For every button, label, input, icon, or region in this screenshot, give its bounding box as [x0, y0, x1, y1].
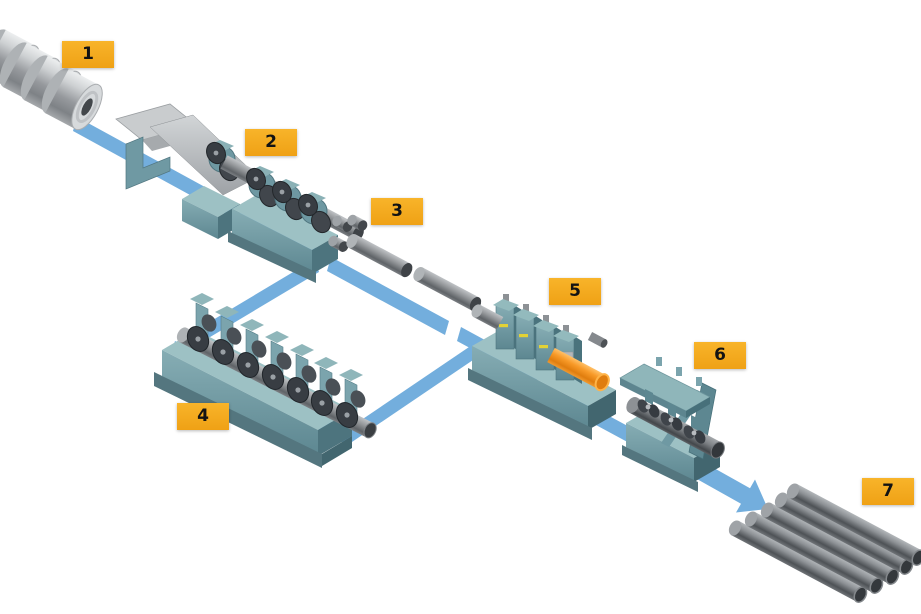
m6-nub: [676, 367, 682, 376]
hot-tube: [547, 347, 610, 392]
stage-label-4: 4: [177, 403, 229, 430]
machine-4-rolling-mill: [154, 292, 377, 468]
machine-5-heat-treatment: [468, 293, 616, 440]
mill-plinth-side: [322, 436, 352, 466]
mill-base-front: [162, 350, 318, 456]
stage-label-6: 6: [694, 342, 746, 369]
machine-2-forming: [115, 103, 364, 283]
pinch-roll-pedestal: [182, 186, 240, 239]
stage-label-3: 3: [371, 198, 423, 225]
m5-base-side: [588, 390, 616, 430]
steel-strip: [149, 114, 259, 196]
m5-entry-tube: [471, 304, 504, 330]
stage-label-5: 5: [549, 278, 601, 305]
loop-path-segment-return: [345, 345, 476, 444]
stage-label-2: 2: [245, 129, 297, 156]
m5-side-stub: [587, 332, 608, 348]
mill-plinth: [154, 372, 322, 468]
stage-label-7: 7: [862, 478, 914, 505]
cut-ring: [347, 214, 368, 231]
m6-nub: [656, 357, 662, 366]
m6-nub: [696, 377, 702, 386]
tube-blank: [413, 266, 482, 312]
m5-plinth: [468, 368, 592, 440]
m6-base-front: [626, 423, 694, 482]
cut-tube-pieces: [328, 214, 482, 312]
tube-blank: [346, 233, 413, 278]
m5-base-front: [472, 346, 588, 430]
entry-guide-frame: [125, 136, 171, 190]
loop-path-segment-down: [186, 259, 319, 349]
m6-canopy-side: [686, 397, 710, 418]
stage-label-1: 1: [62, 41, 114, 68]
m6-plinth: [622, 445, 698, 492]
cut-ring: [328, 235, 349, 252]
flow-path-segment-main: [327, 257, 449, 335]
machine-6-straightener: [619, 357, 725, 492]
